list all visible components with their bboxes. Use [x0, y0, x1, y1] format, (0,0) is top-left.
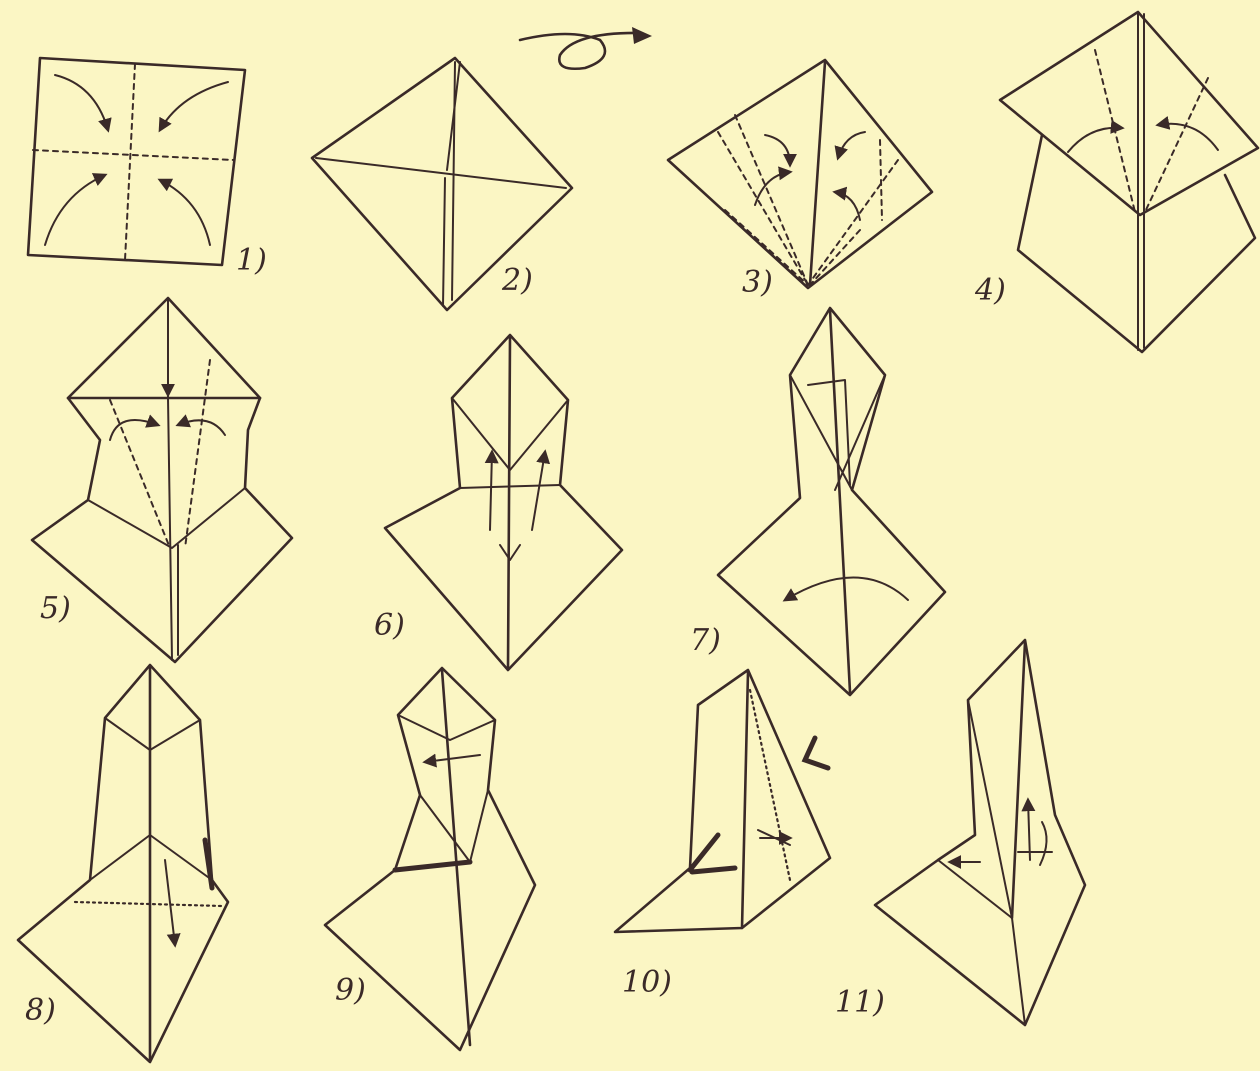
- step-10-label: 10): [622, 965, 672, 1000]
- step-8-label: 8): [25, 993, 56, 1028]
- step-5-label: 5): [40, 591, 71, 626]
- step-9-label: 9): [335, 973, 366, 1008]
- step-10-diagram: 10): [615, 670, 830, 1000]
- step-8-diagram: 8): [18, 665, 228, 1062]
- step-6-label: 6): [374, 608, 405, 643]
- step-2-diagram: 2): [312, 58, 572, 310]
- step-7-diagram: 7): [690, 308, 945, 695]
- step-3-diagram: 3): [668, 60, 932, 300]
- step-2-label: 2): [501, 263, 533, 298]
- step-9-diagram: 9): [325, 668, 535, 1050]
- step-5-diagram: 5): [32, 298, 292, 662]
- turn-over-icon: [520, 27, 652, 69]
- step-3-label: 3): [742, 265, 773, 300]
- step-1-label: 1): [236, 243, 267, 278]
- step-1-diagram: 1): [28, 58, 267, 278]
- step-4-label: 4): [974, 273, 1006, 308]
- step-4-diagram: 4): [974, 12, 1258, 352]
- step-6-diagram: 6): [374, 335, 622, 670]
- step-11-label: 11): [835, 985, 885, 1020]
- step-11-diagram: 11): [835, 640, 1085, 1025]
- step-7-label: 7): [690, 623, 721, 658]
